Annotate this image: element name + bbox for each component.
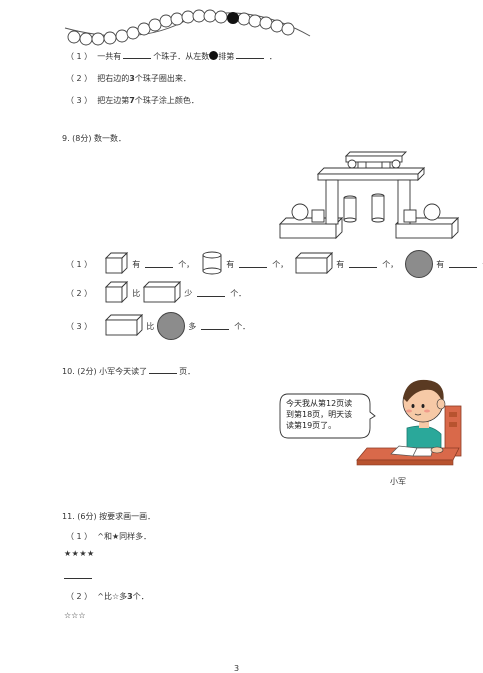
ball-icon <box>157 312 186 340</box>
ball-icon <box>405 250 434 278</box>
speech-bubble-text: 今天我从第12页读 到第18页，明天该 读第19页了。 <box>286 399 353 430</box>
cuboid-icon <box>105 313 144 338</box>
black-bead-icon <box>209 51 219 60</box>
q11-p1: （ 1 ） ^和★同样多． <box>66 532 152 541</box>
q11-p1-stars: ★★★★ <box>64 549 95 558</box>
page-number: 3 <box>234 664 240 673</box>
cube-icon <box>105 251 129 276</box>
boy-reading-illustration <box>356 379 462 466</box>
bead-q3: （ 3 ） 把左边第7个珠子涂上颜色． <box>66 96 199 105</box>
q9-p1: （ 1 ） 有个， 有个， 有个， 有个． <box>66 250 483 278</box>
block-structure-illustration <box>278 151 460 240</box>
q9-title: 9. (8分) 数一数． <box>62 134 127 143</box>
q11-p2-stars: ☆☆☆ <box>64 611 86 620</box>
speech-bubble <box>279 393 376 439</box>
bead-string <box>64 9 311 46</box>
q11-p2: （ 2 ） ^比☆多3个． <box>66 592 149 601</box>
q11-title: 11. (6分) 按要求画一画． <box>62 512 156 521</box>
q11-answer-line[interactable] <box>64 578 92 579</box>
bead-q1: （ 1 ） 一共有个珠子．从左数排第 ． <box>66 51 277 61</box>
q10-title: 10. (2分) 小军今天读了页． <box>62 367 196 376</box>
q9-p2: （ 2 ） 比 少个． <box>66 280 246 305</box>
cuboid-icon <box>295 251 334 276</box>
cylinder-icon <box>201 251 223 277</box>
bead-q2: （ 2 ） 把右边的3个珠子圈出来． <box>66 74 191 83</box>
q9-p3: （ 3 ） 比 多个． <box>66 312 250 340</box>
cube-icon <box>105 280 129 305</box>
cuboid-icon <box>143 280 182 305</box>
boy-name-label: 小军 <box>390 477 406 486</box>
